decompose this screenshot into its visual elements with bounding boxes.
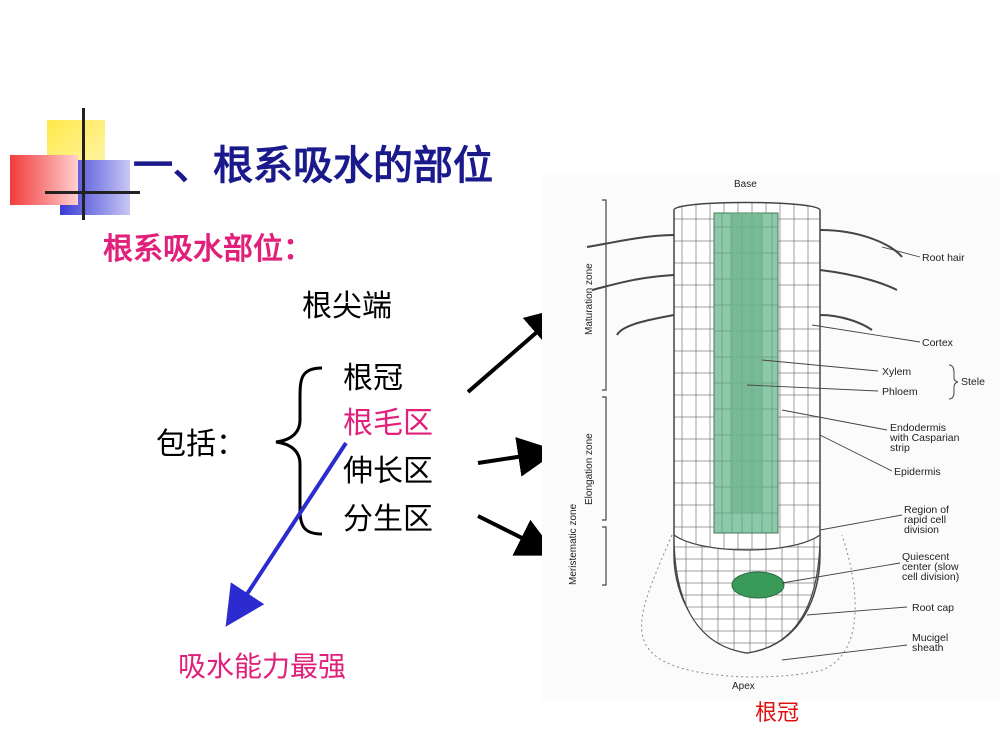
label-rapid-cell: rapid cell [904, 514, 946, 526]
brace-icon [275, 366, 323, 536]
label-sheath: sheath [912, 642, 944, 654]
label-casparian: with Casparian [889, 432, 960, 444]
stele-brace [948, 364, 959, 400]
label-apex: Apex [732, 681, 755, 692]
label-quiescent: Quiescent [902, 551, 949, 563]
zone-elongation: Elongation zone [584, 433, 595, 505]
xylem-core [730, 213, 762, 513]
quiescent-center [731, 571, 785, 599]
horizontal-line [45, 191, 140, 194]
mucigel-sheath [641, 534, 856, 678]
red-square [10, 155, 78, 205]
callout-text: 吸水能力最强 [178, 650, 347, 683]
label-cortex: Cortex [922, 337, 954, 349]
include-label: 包括： [156, 427, 246, 462]
figure-caption: 根冠 [755, 701, 800, 726]
label-strip: strip [890, 442, 910, 454]
label-division: division [904, 524, 939, 536]
label-cell-division: cell division) [902, 571, 959, 583]
label-xylem: Xylem [882, 366, 911, 378]
corner-decoration [0, 0, 140, 230]
label-base: Base [734, 179, 757, 190]
label-root-cap: Root cap [912, 602, 954, 614]
label-root-hair: Root hair [922, 252, 965, 264]
label-phloem: Phloem [882, 386, 918, 398]
zone-maturation: Maturation zone [584, 263, 595, 335]
subtitle: 根系吸水部位： [103, 232, 313, 267]
arrow-to-meristem [477, 514, 558, 556]
root-diagram: Maturation zone Elongation zone Meristem… [568, 179, 985, 692]
part-elongation-zone: 伸长区 [343, 454, 433, 489]
part-meristem-zone: 分生区 [343, 502, 433, 537]
label-center-slow: center (slow [902, 561, 959, 573]
part-root-hair-zone: 根毛区 [343, 406, 433, 441]
vertical-line [82, 108, 85, 220]
arrow-to-elongation [477, 437, 558, 477]
arrow-to-callout [225, 441, 348, 627]
main-point: 根尖端 [302, 289, 392, 324]
label-epidermis: Epidermis [894, 466, 941, 478]
label-region-of: Region of [904, 504, 949, 516]
root-hairs [586, 229, 903, 336]
root-figure: Maturation zone Elongation zone Meristem… [542, 175, 1000, 700]
label-stele: Stele [961, 376, 985, 388]
label-mucigel: Mucigel [912, 632, 948, 644]
label-endodermis: Endodermis [890, 422, 946, 434]
slide-title: 一、根系吸水的部位 [133, 143, 493, 189]
zone-meristematic: Meristematic zone [568, 503, 579, 585]
part-root-cap: 根冠 [343, 361, 403, 396]
